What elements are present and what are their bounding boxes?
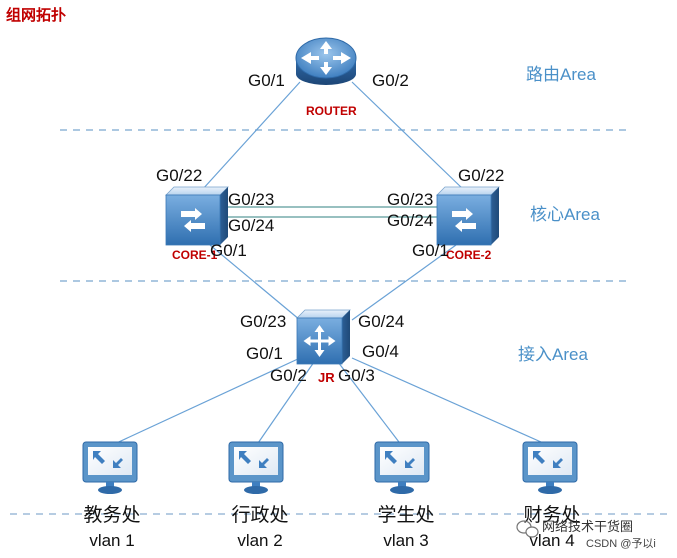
- watermark: 网络技术干货圈 CSDN @予以i: [516, 519, 656, 550]
- host-1-dept-label: 教务处: [83, 504, 140, 526]
- link-jr-host3: [337, 361, 403, 447]
- watermark-channel: 网络技术干货圈: [542, 519, 633, 535]
- core1-switch-icon: [165, 186, 229, 246]
- port-core1-g024: G0/24: [228, 216, 274, 235]
- port-jr-g024: G0/24: [358, 312, 404, 331]
- port-jr-g02: G0/2: [270, 366, 307, 385]
- port-core1-g022: G0/22: [156, 166, 202, 185]
- host-2-computer-icon: [228, 441, 284, 494]
- host-2-dept-label: 行政处: [231, 504, 288, 526]
- host-3-vlan-label: vlan 3: [383, 531, 428, 550]
- link-core1-jr: [209, 244, 301, 321]
- core1-label: CORE-1: [172, 248, 218, 262]
- area-label-routing: 路由Area: [526, 65, 596, 84]
- port-core2-g022: G0/22: [458, 166, 504, 185]
- host-1-computer-icon: [82, 441, 138, 494]
- port-jr-g03: G0/3: [338, 366, 375, 385]
- access-switch-icon: [296, 309, 351, 365]
- link-jr-host1: [109, 357, 301, 447]
- port-core1-g01: G0/1: [210, 241, 247, 260]
- link-router-core1: [201, 81, 301, 191]
- port-jr-g023: G0/23: [240, 312, 286, 331]
- watermark-credit: CSDN @予以i: [586, 537, 656, 550]
- area-label-access: 接入Area: [518, 345, 588, 364]
- port-core1-g023: G0/23: [228, 190, 274, 209]
- host-3-dept-label: 学生处: [377, 504, 434, 526]
- port-jr-g01: G0/1: [246, 344, 283, 363]
- diagram-title: 组网拓扑: [6, 6, 66, 24]
- host-4-dept-label: 财务处: [523, 504, 580, 526]
- host-4-computer-icon: [522, 441, 578, 494]
- host-1-vlan-label: vlan 1: [89, 531, 134, 550]
- port-jr-g04: G0/4: [362, 342, 399, 361]
- router-icon: [295, 37, 357, 85]
- link-router-core2: [351, 81, 465, 191]
- core2-label: CORE-2: [446, 248, 492, 262]
- link-jr-host4: [351, 357, 551, 447]
- host-2-vlan-label: vlan 2: [237, 531, 282, 550]
- host-3-computer-icon: [374, 441, 430, 494]
- port-core2-g023: G0/23: [387, 190, 433, 209]
- router-label: ROUTER: [306, 104, 357, 118]
- access-switch-label: JR: [318, 370, 335, 385]
- area-label-core: 核心Area: [530, 205, 600, 224]
- wechat-icon: [516, 520, 539, 538]
- port-core2-g01: G0/1: [412, 241, 449, 260]
- link-jr-host2: [255, 361, 315, 447]
- links: [109, 81, 551, 447]
- port-router-g01: G0/1: [248, 71, 285, 90]
- port-core2-g024: G0/24: [387, 211, 433, 230]
- host-4-vlan-label: vlan 4: [529, 531, 574, 550]
- link-core2-jr: [351, 244, 457, 321]
- core2-switch-icon: [436, 186, 500, 246]
- port-router-g02: G0/2: [372, 71, 409, 90]
